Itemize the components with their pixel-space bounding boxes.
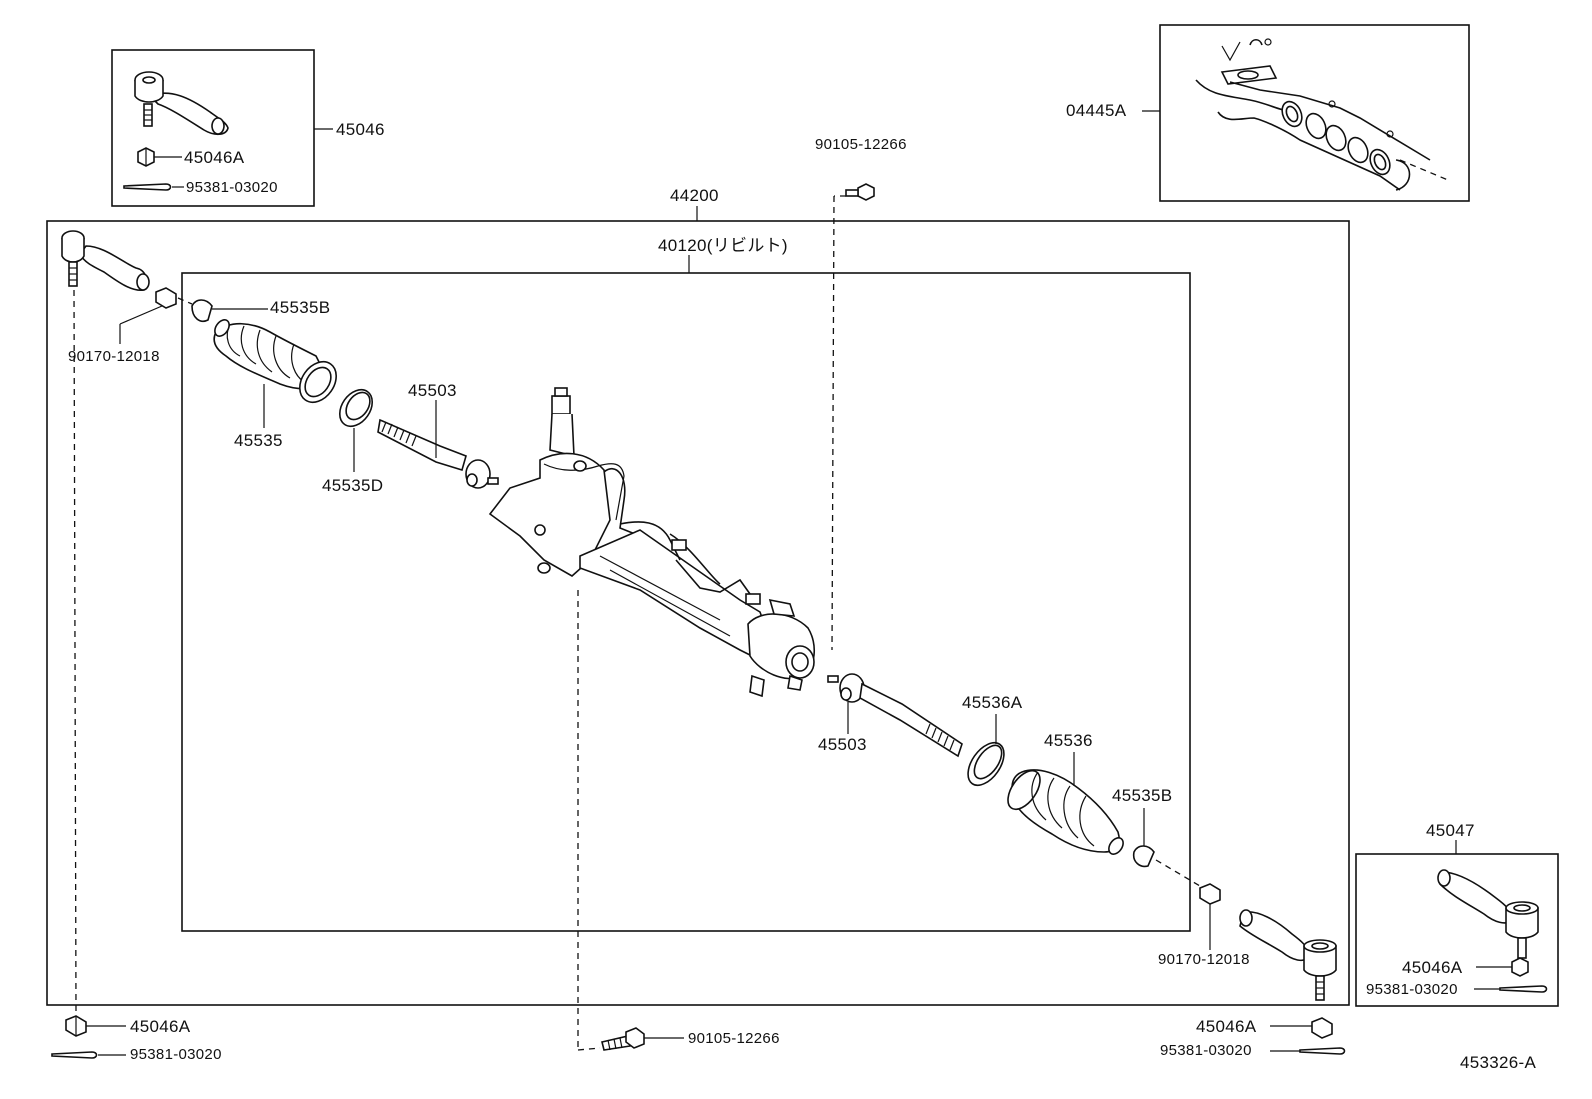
boot-lh-part [213,319,337,428]
label-boot-rh: 45536 [1044,731,1093,750]
label-tie-rod-end-rh-box: 45047 [1426,821,1475,840]
label-boot-lh: 45535 [234,431,283,450]
tie-rod-end-rh-detail-box [1355,853,1559,1007]
tie-rod-end-lh-box-part [134,71,229,136]
pin-box-rh-icon [1474,985,1548,993]
label-nut-rh-upper: 90170-12018 [1158,951,1250,968]
label-clamp-lh: 45535B [270,298,331,317]
label-nut-lh-bottom: 45046A [130,1017,191,1036]
tie-rod-end-lh [61,230,150,292]
label-nut-rh-bottom: 45046A [1196,1017,1257,1036]
clip-lh-part [338,388,374,472]
rack-housing-part [488,387,815,698]
label-pin-box-lh: 95381-03020 [186,179,278,196]
rack-end-rh-part [827,673,963,758]
gasket-kit-part [1195,38,1449,191]
label-nut-box-lh: 45046A [184,148,245,167]
label-rack-end-lh: 45503 [408,381,457,400]
label-pin-box-rh: 95381-03020 [1366,981,1458,998]
nut-lh-bottom-icon [65,1015,126,1037]
label-rack-end-rh: 45503 [818,735,867,754]
pin-box-lh-icon [123,183,184,191]
pin-rh-bottom-icon [1270,1047,1346,1055]
tie-rod-end-lh-detail-box [111,49,315,207]
bolt-bottom-icon [601,1027,684,1051]
label-pin-lh-bottom: 95381-03020 [130,1046,222,1063]
nut-lh-upper-icon [119,287,177,344]
label-gasket-kit: 04445A [1066,101,1127,120]
pin-lh-bottom-icon [51,1051,126,1059]
bolt-top-icon [845,183,875,201]
label-clip-rh: 45536A [962,693,1023,712]
boot-rh-part [1007,752,1124,855]
label-pin-rh-bottom: 95381-03020 [1160,1042,1252,1059]
nut-box-rh-icon [1476,957,1529,977]
tie-rod-end-rh-box-part [1437,869,1539,959]
label-assembly-outer: 44200 [670,186,719,205]
clip-rh-part [967,714,1005,787]
gasket-kit-detail-box [1159,24,1470,202]
clamp-lh-icon [191,299,268,322]
label-bolt-top: 90105-12266 [815,136,907,153]
label-tie-rod-end-lh-box: 45046 [336,120,385,139]
label-clamp-rh: 45535B [1112,786,1173,805]
clamp-rh-icon [1132,808,1155,868]
nut-box-lh-icon [137,147,182,167]
label-nut-lh-upper: 90170-12018 [68,348,160,365]
assembly-inner-frame [181,272,1191,932]
nut-rh-bottom-icon [1270,1017,1333,1039]
tie-rod-end-rh [1239,909,1337,1001]
assembly-outer-frame [46,220,1350,1006]
diagram-reference-code: 453326-A [1460,1053,1537,1072]
rack-end-lh-part [377,400,499,489]
label-nut-box-rh: 45046A [1402,958,1463,977]
label-clip-lh: 45535D [322,476,384,495]
label-bolt-bottom: 90105-12266 [688,1030,780,1047]
nut-rh-upper-icon [1199,883,1221,950]
label-assembly-inner: 40120(リビルト) [658,236,788,255]
